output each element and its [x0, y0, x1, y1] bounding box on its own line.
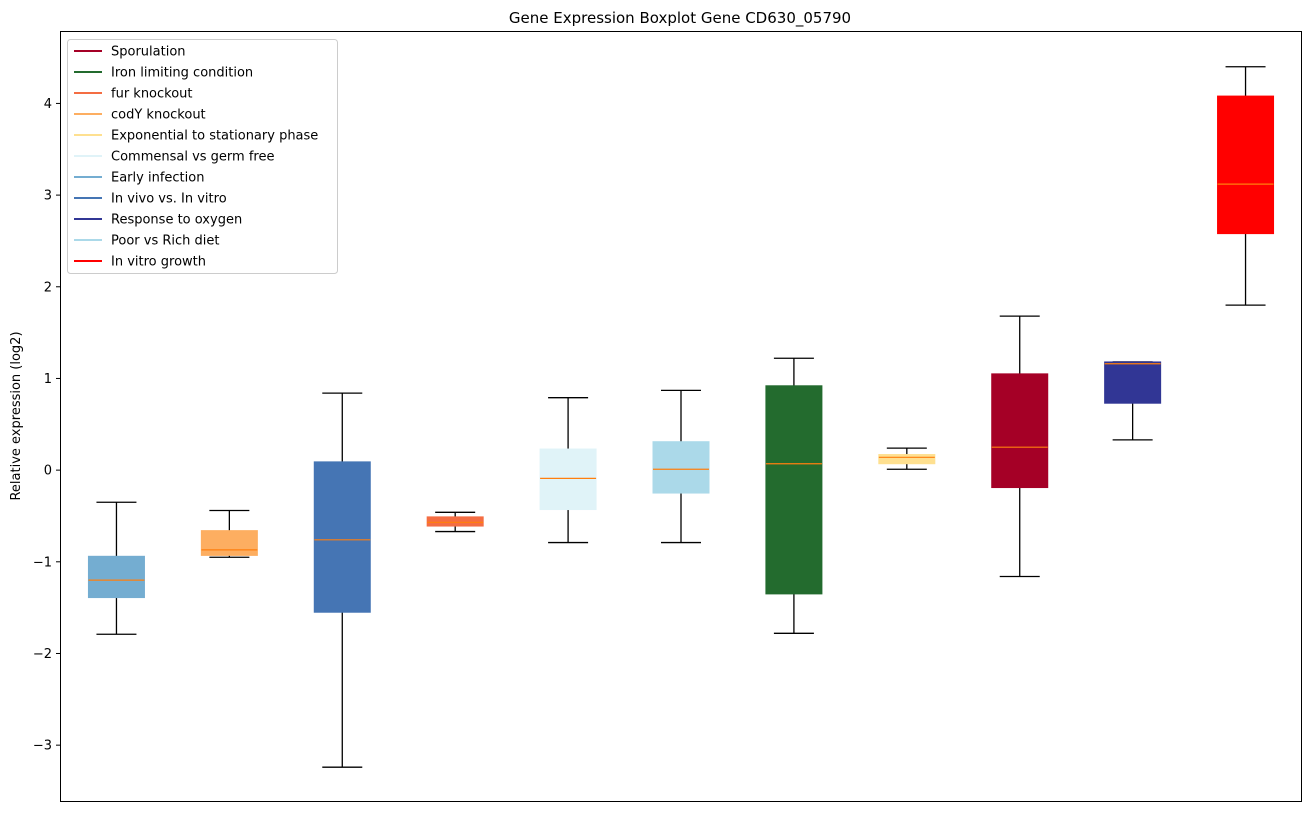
legend-label: fur knockout — [111, 87, 193, 102]
boxes-layer — [87, 66, 1275, 768]
legend-frame — [67, 39, 338, 274]
box-4 — [539, 448, 597, 511]
y-tick-label: −2 — [33, 647, 52, 662]
y-tick-label: 1 — [44, 372, 52, 387]
legend-label: Response to oxygen — [111, 213, 242, 228]
box-6 — [765, 385, 823, 595]
box-group — [1217, 66, 1275, 306]
y-tick-label: −1 — [33, 555, 52, 570]
legend-label: Early infection — [111, 171, 204, 186]
y-axis: −3 −2 −1 0 1 2 3 4 — [33, 97, 60, 754]
box-2 — [313, 461, 371, 613]
box-10 — [1217, 95, 1275, 235]
box-group — [200, 509, 258, 558]
box-group — [878, 447, 936, 470]
box-group — [991, 315, 1049, 578]
box-7 — [878, 454, 936, 465]
y-tick-label: 0 — [44, 464, 52, 479]
legend-label: Commensal vs germ free — [111, 150, 274, 165]
legend-label: Sporulation — [111, 45, 186, 60]
y-tick-label: 3 — [44, 189, 52, 204]
box-9 — [1104, 361, 1162, 404]
box-group — [765, 357, 823, 634]
box-0 — [87, 555, 145, 599]
box-3 — [426, 516, 484, 527]
legend-label: Exponential to stationary phase — [111, 129, 318, 144]
box-group — [652, 389, 710, 544]
legend-label: codY knockout — [111, 108, 206, 123]
legend-label: Poor vs Rich diet — [111, 234, 219, 249]
box-5 — [652, 441, 710, 494]
y-tick-label: 4 — [44, 97, 52, 112]
plot-frame — [60, 31, 1302, 802]
box-group — [539, 397, 597, 544]
box-group — [87, 501, 145, 635]
box-group — [1104, 361, 1162, 441]
box-group — [426, 511, 484, 533]
y-tick-label: 2 — [44, 280, 52, 295]
box-8 — [991, 373, 1049, 489]
box-1 — [200, 530, 258, 556]
chart-title: Gene Expression Boxplot Gene CD630_05790 — [509, 9, 851, 28]
legend-label: Iron limiting condition — [111, 66, 253, 81]
y-axis-label: Relative expression (log2) — [9, 331, 24, 500]
legend-label: In vivo vs. In vitro — [111, 192, 227, 207]
legend-label: In vitro growth — [111, 255, 206, 270]
box-group — [313, 392, 371, 768]
y-tick-label: −3 — [33, 739, 52, 754]
